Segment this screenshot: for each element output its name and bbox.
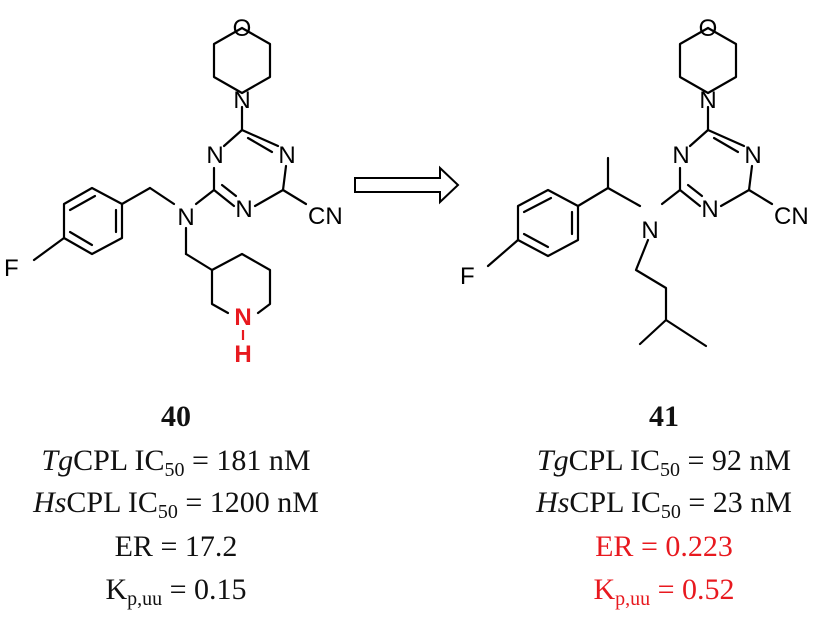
- atom-nitrogen-triazine-left-41: N: [672, 142, 689, 169]
- atom-nh-nitrogen-40: N: [234, 304, 251, 331]
- atom-nitrogen-triazine-bottom-40: N: [235, 196, 252, 223]
- atom-fluorine-41: F: [460, 263, 475, 290]
- hs-value-40: = 1200 nM: [177, 486, 319, 519]
- atom-oxygen-41: O: [699, 15, 718, 42]
- compound-number-40: 40: [161, 400, 191, 433]
- hs-sub-41: 50: [660, 501, 681, 523]
- structure-compound-41: [486, 26, 774, 348]
- atom-nitrile-41: CN: [774, 203, 809, 230]
- tgcpl-ic50-41: TgCPL IC50 = 92 nM: [464, 444, 816, 481]
- atom-oxygen-40: O: [233, 15, 252, 42]
- atom-nitrogen-amine-41: N: [641, 217, 658, 244]
- tg-value-40: = 181 nM: [184, 444, 311, 477]
- tg-sub-41: 50: [660, 459, 680, 481]
- tg-prefix-41: CPL IC: [568, 444, 660, 477]
- triazine-ring-40: [212, 128, 288, 208]
- bond-triazine-amine-40: [194, 188, 216, 206]
- fluorophenyl-ring-40: [62, 186, 124, 256]
- kpuu-41: Kp,uu = 0.52: [464, 573, 816, 610]
- atom-nitrogen-triazine-right-41: N: [744, 142, 761, 169]
- tg-prefix-40: CPL IC: [73, 444, 165, 477]
- kpuu-40: Kp,uu = 0.15: [0, 573, 376, 610]
- structure-compound-40: [32, 26, 308, 315]
- triazine-ring-41: [678, 128, 754, 208]
- hollow-arrow: [354, 165, 460, 205]
- tg-sub-40: 50: [164, 459, 185, 481]
- atom-fluorine-40: F: [4, 255, 19, 282]
- kp-value-41: = 0.52: [650, 573, 735, 606]
- kp-value-40: = 0.15: [162, 573, 247, 606]
- er-value-41: ER = 0.223: [595, 530, 733, 563]
- isopentyl-chain-41: [634, 238, 668, 346]
- hs-value-41: = 23 nM: [680, 486, 792, 519]
- piperidine-ring-40: [210, 252, 272, 315]
- atom-nitrogen-amine-40: N: [177, 204, 194, 231]
- er-value-40: ER = 17.2: [114, 530, 238, 563]
- tg-value-41: = 92 nM: [680, 444, 792, 477]
- atom-nh-hydrogen-40: H: [234, 341, 251, 368]
- hs-italic-40: Hs: [33, 486, 67, 519]
- atom-nitrogen-morpholine-41: N: [699, 87, 716, 114]
- atom-nitrogen-triazine-bottom-41: N: [701, 196, 718, 223]
- hs-sub-40: 50: [157, 501, 178, 523]
- tgcpl-ic50-40: TgCPL IC50 = 181 nM: [0, 444, 376, 481]
- hs-prefix-41: CPL IC: [569, 486, 661, 519]
- kp-k-40: K: [105, 573, 128, 606]
- hscpl-ic50-40: HsCPL IC50 = 1200 nM: [0, 486, 376, 523]
- tg-italic-41: Tg: [536, 444, 569, 477]
- fluorophenyl-ring-41: [516, 188, 580, 258]
- hscpl-ic50-41: HsCPL IC50 = 23 nM: [464, 486, 816, 523]
- compound-number-41: 41: [649, 400, 679, 433]
- kp-sub-40: p,uu: [127, 588, 163, 610]
- kp-sub-41: p,uu: [615, 588, 651, 610]
- tg-italic-40: Tg: [41, 444, 74, 477]
- hs-prefix-40: CPL IC: [66, 486, 158, 519]
- morpholine-ring-41: [678, 26, 738, 95]
- bond-nitrile-40: [281, 188, 308, 206]
- atom-nitrile-40: CN: [308, 203, 343, 230]
- bond-aryl-fluorine-40: [32, 236, 66, 262]
- atom-nitrogen-triazine-right-40: N: [278, 142, 295, 169]
- kp-k-41: K: [593, 573, 616, 606]
- hs-italic-41: Hs: [536, 486, 570, 519]
- atom-nitrogen-morpholine-40: N: [233, 87, 250, 114]
- bond-benzyl-ch2-40: [148, 186, 176, 206]
- atom-nitrogen-triazine-left-40: N: [206, 142, 223, 169]
- morpholine-ring-40: [212, 26, 272, 95]
